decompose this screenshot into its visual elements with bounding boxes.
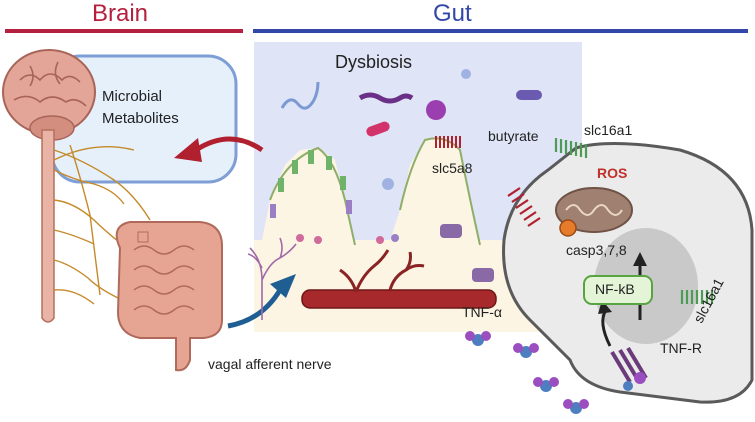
ros-label: ROS bbox=[597, 165, 628, 181]
epithelial-cells bbox=[270, 150, 399, 244]
slc16a1-transporter-right bbox=[680, 290, 714, 304]
metabolite-arrow bbox=[194, 136, 264, 153]
slc5a8-transporter bbox=[435, 136, 461, 148]
tnf-r-label: TNF-R bbox=[660, 340, 702, 356]
mitochondrion bbox=[555, 187, 633, 237]
nfkb-to-casp-arrow-head bbox=[633, 252, 647, 266]
casp-label: casp3,7,8 bbox=[566, 242, 627, 258]
slc16a1-top-label: slc16a1 bbox=[584, 122, 633, 138]
spinal-cord bbox=[41, 129, 55, 323]
vagal-arrow-head bbox=[270, 274, 296, 298]
capillaries bbox=[339, 249, 425, 293]
microbial-metabolites-label: Microbial Metabolites bbox=[102, 88, 179, 127]
dysbiosis-label: Dysbiosis bbox=[335, 52, 413, 72]
butyrate-transporter bbox=[507, 187, 541, 227]
vagal-afferent-nerve-label: vagal afferent nerve bbox=[208, 356, 332, 372]
brain-illustration bbox=[2, 49, 96, 141]
nfkb-box bbox=[583, 275, 653, 305]
microbes bbox=[280, 69, 542, 282]
intestine-illustration bbox=[115, 221, 223, 372]
peripheral-nerves bbox=[53, 144, 151, 305]
metabolite-arrow-head bbox=[174, 138, 202, 162]
brain-header: Brain bbox=[92, 0, 149, 27]
vagal-arrow bbox=[227, 288, 283, 329]
vagal-nerve-fiber bbox=[247, 237, 297, 320]
blood-vessel bbox=[301, 289, 497, 309]
tnf-alpha-label: TNF-α bbox=[462, 304, 502, 320]
nfkb-label: NF-kB bbox=[595, 281, 635, 297]
tnf-receptor bbox=[610, 346, 648, 391]
slc5a8-label: slc5a8 bbox=[432, 160, 473, 176]
slc16a1-transporter-top bbox=[554, 138, 588, 158]
butyrate-label: butyrate bbox=[488, 128, 539, 144]
gut-header: Gut bbox=[433, 0, 472, 27]
tnf-alpha-molecules bbox=[465, 331, 589, 414]
